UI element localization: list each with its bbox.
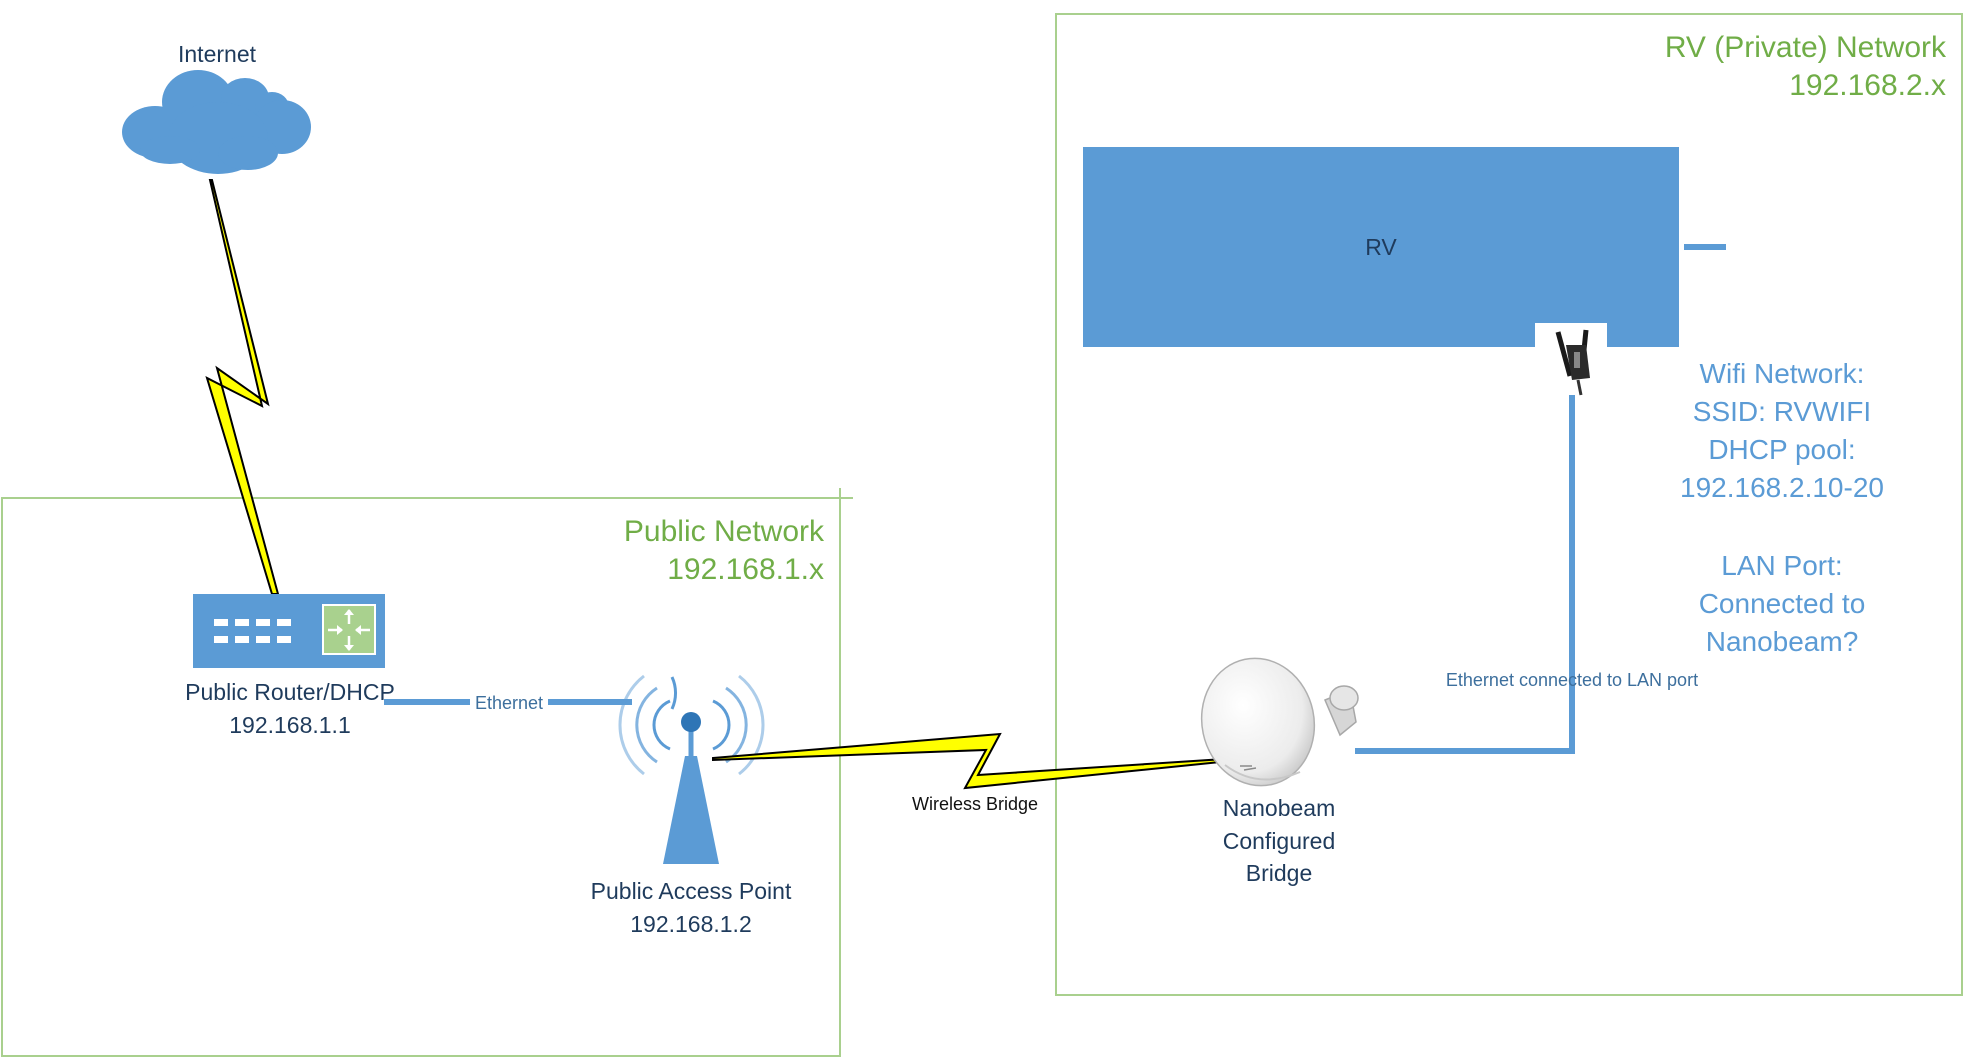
rv-network-subnet: 192.168.2.x xyxy=(1789,69,1946,102)
public-network-subnet: 192.168.1.x xyxy=(667,553,824,586)
wireless-bridge-lightning xyxy=(712,732,1241,790)
access-point-name: Public Access Point xyxy=(591,878,792,904)
ethernet-lan-label: Ethernet connected to LAN port xyxy=(1446,670,1698,690)
router-icon xyxy=(193,594,385,668)
wifi-info-line2: SSID: RVWIFI xyxy=(1693,396,1871,427)
rv-box xyxy=(1083,147,1679,347)
nanobeam-label-line2: Configured xyxy=(1223,828,1336,854)
wifi-info-line1: Wifi Network: xyxy=(1700,358,1865,389)
public-network-title: Public Network xyxy=(624,515,825,548)
ethernet-lan-link xyxy=(1355,395,1575,754)
rv-label: RV xyxy=(1365,234,1397,260)
cloud-icon xyxy=(122,70,311,174)
rv-network-title: RV (Private) Network xyxy=(1665,31,1947,64)
public-network-zone xyxy=(1,497,841,1057)
nanobeam-label-line1: Nanobeam xyxy=(1223,795,1336,821)
wifi-info-line5: LAN Port: xyxy=(1721,550,1842,581)
router-name: Public Router/DHCP xyxy=(185,679,395,705)
router-ip: 192.168.1.1 xyxy=(229,712,351,738)
wireless-bridge-label: Wireless Bridge xyxy=(912,794,1038,814)
wifi-info-line3: DHCP pool: xyxy=(1708,434,1855,465)
rv-network-zone xyxy=(1055,13,1963,996)
nanobeam-label-line3: Bridge xyxy=(1246,860,1312,886)
rv-router-antenna-icon xyxy=(1555,329,1590,396)
internet-uplink-lightning xyxy=(205,179,280,595)
rv-box-notch xyxy=(1535,323,1607,347)
wifi-info-line4: 192.168.2.10-20 xyxy=(1680,472,1884,503)
nanobeam-dish-icon xyxy=(1200,657,1359,787)
access-point-icon xyxy=(618,674,765,864)
access-point-ip: 192.168.1.2 xyxy=(630,911,752,937)
ethernet-link-label: Ethernet xyxy=(475,693,543,713)
wifi-info-line6: Connected to xyxy=(1699,588,1866,619)
internet-label: Internet xyxy=(178,41,257,67)
wifi-info-line7: Nanobeam? xyxy=(1706,626,1859,657)
